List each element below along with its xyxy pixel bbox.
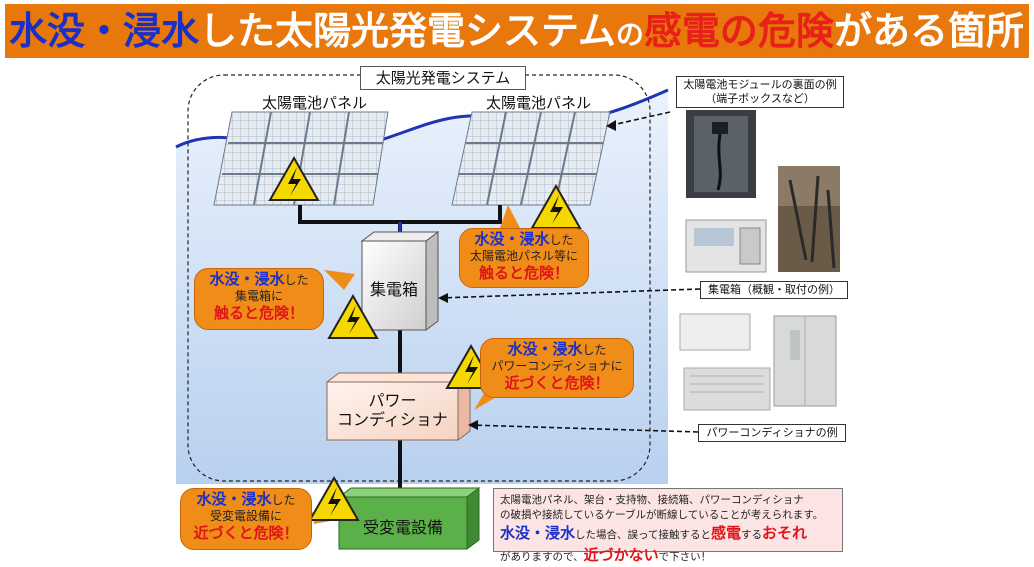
- example-module-back-l2: （端子ボックスなど）: [705, 92, 815, 105]
- callout-tail-panel: [500, 205, 520, 228]
- pcs-label-line2: コンディショナ: [337, 410, 448, 429]
- junction-box: [360, 231, 440, 331]
- notice-line2: の破損や接続しているケーブルが断線していることが考えられます。: [500, 509, 824, 522]
- example-pointers: [439, 111, 701, 433]
- pcs-label-line1: パワー: [368, 391, 417, 410]
- panel-right-label: 太陽電池パネル: [486, 94, 592, 112]
- photo-mount: [778, 166, 840, 272]
- substation-box: [337, 487, 481, 550]
- notice-p5: おそれ: [762, 524, 808, 543]
- example-module-back-label: 太陽電池モジュールの裏面の例 （端子ボックスなど）: [676, 76, 844, 108]
- notice-p1: 水没・浸水: [500, 524, 576, 543]
- title-part-6: がある箇所: [833, 9, 1024, 53]
- warning-icon-1: [268, 155, 320, 201]
- callout-junction-l1: 水没・浸水: [209, 270, 285, 288]
- solar-panel-left: [213, 111, 389, 206]
- title-part-2: した: [199, 9, 276, 53]
- photo-pcs-cabinet: [773, 315, 837, 407]
- callout-substation-l1b: した: [271, 493, 296, 507]
- callout-substation-l2: 受変電設備に: [209, 509, 282, 523]
- warning-icon-3: [327, 293, 379, 339]
- notice-p4: する: [741, 529, 763, 542]
- callout-pcs-l1: 水没・浸水: [507, 340, 583, 358]
- junction-box-label: 集電箱: [369, 280, 418, 299]
- pcs-label: パワー コンディショナ: [327, 391, 458, 429]
- substation-label: 受変電設備: [362, 518, 443, 537]
- callout-pcs-l1b: した: [582, 343, 607, 357]
- page-title: 水没・浸水した太陽光発電システムの感電の危険がある箇所: [9, 6, 1024, 60]
- title-part-4: の: [615, 18, 644, 51]
- callout-substation-l1: 水没・浸水: [196, 490, 272, 508]
- callout-pcs-l3: 近づくと危険！: [504, 374, 610, 392]
- title-banner: 水没・浸水した太陽光発電システムの感電の危険がある箇所: [5, 4, 1029, 58]
- panel-left-label: 太陽電池パネル: [262, 94, 368, 112]
- callout-substation-l3: 近づくと危険！: [193, 524, 299, 542]
- notice-box: 太陽電池パネル、架台・支持物、接続箱、パワーコンディショナ の破損や接続している…: [493, 488, 843, 564]
- example-junction-label: 集電箱（概観・取付の例）: [700, 281, 848, 299]
- callout-panel-l1b: した: [549, 233, 574, 247]
- callout-panel: 水没・浸水した 太陽電池パネル等に 触ると危険！: [459, 228, 589, 288]
- callout-tail-junction: [324, 270, 355, 290]
- callout-panel-l3: 触ると危険！: [478, 264, 569, 282]
- callout-substation: 水没・浸水した 受変電設備に 近づくと危険！: [180, 488, 312, 550]
- notice-p6: がありますので、: [500, 551, 584, 564]
- example-pcs-label: パワーコンディショナの例: [698, 424, 846, 442]
- warning-icons: [268, 155, 582, 521]
- callout-junction-l2: 集電箱に: [234, 289, 283, 303]
- callout-junction-l1b: した: [284, 273, 309, 287]
- title-part-3: 太陽光発電システム: [275, 9, 616, 53]
- notice-line1: 太陽電池パネル、架台・支持物、接続箱、パワーコンディショナ: [500, 494, 804, 506]
- arrow-heads: [438, 120, 616, 430]
- photo-module-back: [686, 110, 756, 198]
- notice-p8: で下さい！: [658, 551, 712, 564]
- photo-pcs-wall: [679, 313, 771, 411]
- callout-panel-l2: 太陽電池パネル等に: [469, 249, 578, 263]
- callout-pcs: 水没・浸水した パワーコンディショナに 近づくと危険！: [480, 338, 634, 398]
- callout-pcs-l2: パワーコンディショナに: [491, 359, 623, 373]
- warning-icon-5: [308, 475, 360, 521]
- title-part-1: 水没・浸水: [9, 9, 200, 53]
- power-conditioner: [325, 372, 472, 441]
- notice-p7: 近づかない: [583, 546, 659, 565]
- notice-line4: がありますので、近づかないで下さい！: [500, 545, 836, 567]
- solar-panel-right: [451, 111, 611, 206]
- notice-line3: 水没・浸水した場合、誤って接触すると感電するおそれ: [500, 523, 836, 545]
- title-part-5: 感電の危険: [643, 9, 834, 53]
- example-module-back-l1: 太陽電池モジュールの裏面の例: [683, 78, 837, 91]
- photo-junction-open: [685, 219, 767, 273]
- callout-junction-l3: 触ると危険！: [213, 304, 304, 322]
- callout-junction: 水没・浸水した 集電箱に 触ると危険！: [194, 268, 324, 330]
- callout-panel-l1: 水没・浸水: [474, 230, 550, 248]
- system-label: 太陽光発電システム: [360, 66, 526, 90]
- notice-p3: 感電: [711, 524, 742, 543]
- system-boundary: [187, 74, 651, 482]
- notice-p2: した場合、誤って接触すると: [575, 529, 711, 542]
